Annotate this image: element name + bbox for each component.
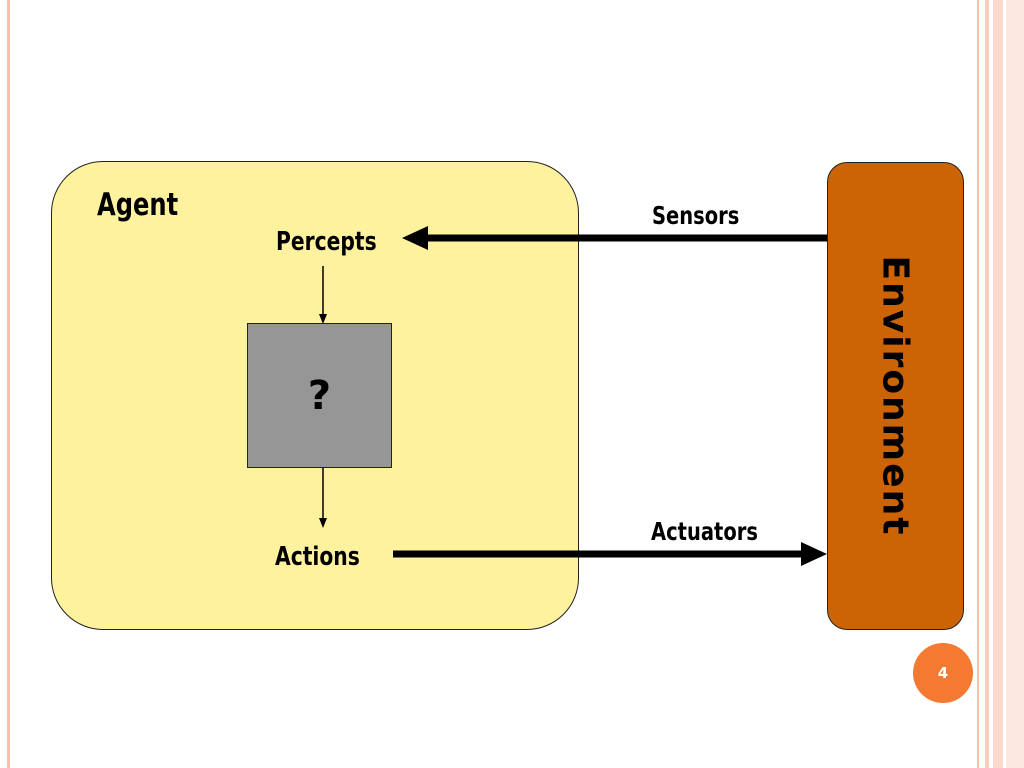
page-number: 4 [937,664,949,682]
environment-label: Environment [874,255,916,537]
slide-border-right-2 [985,0,989,768]
slide-border-right-1 [977,0,979,768]
environment-box [827,162,964,630]
slide-border-right-4 [1006,0,1024,768]
slide-border-right-3 [993,0,1003,768]
unknown-function-label: ? [307,372,332,419]
sensors-label: Sensors [652,201,740,230]
actuators-label: Actuators [651,517,758,546]
slide-border-left [7,0,10,768]
page-number-badge: 4 [913,643,973,703]
actions-label: Actions [275,542,360,572]
percepts-label: Percepts [276,227,377,257]
actuators-arrowhead [801,542,827,566]
agent-label: Agent [97,187,179,223]
unknown-function-box [247,323,392,468]
